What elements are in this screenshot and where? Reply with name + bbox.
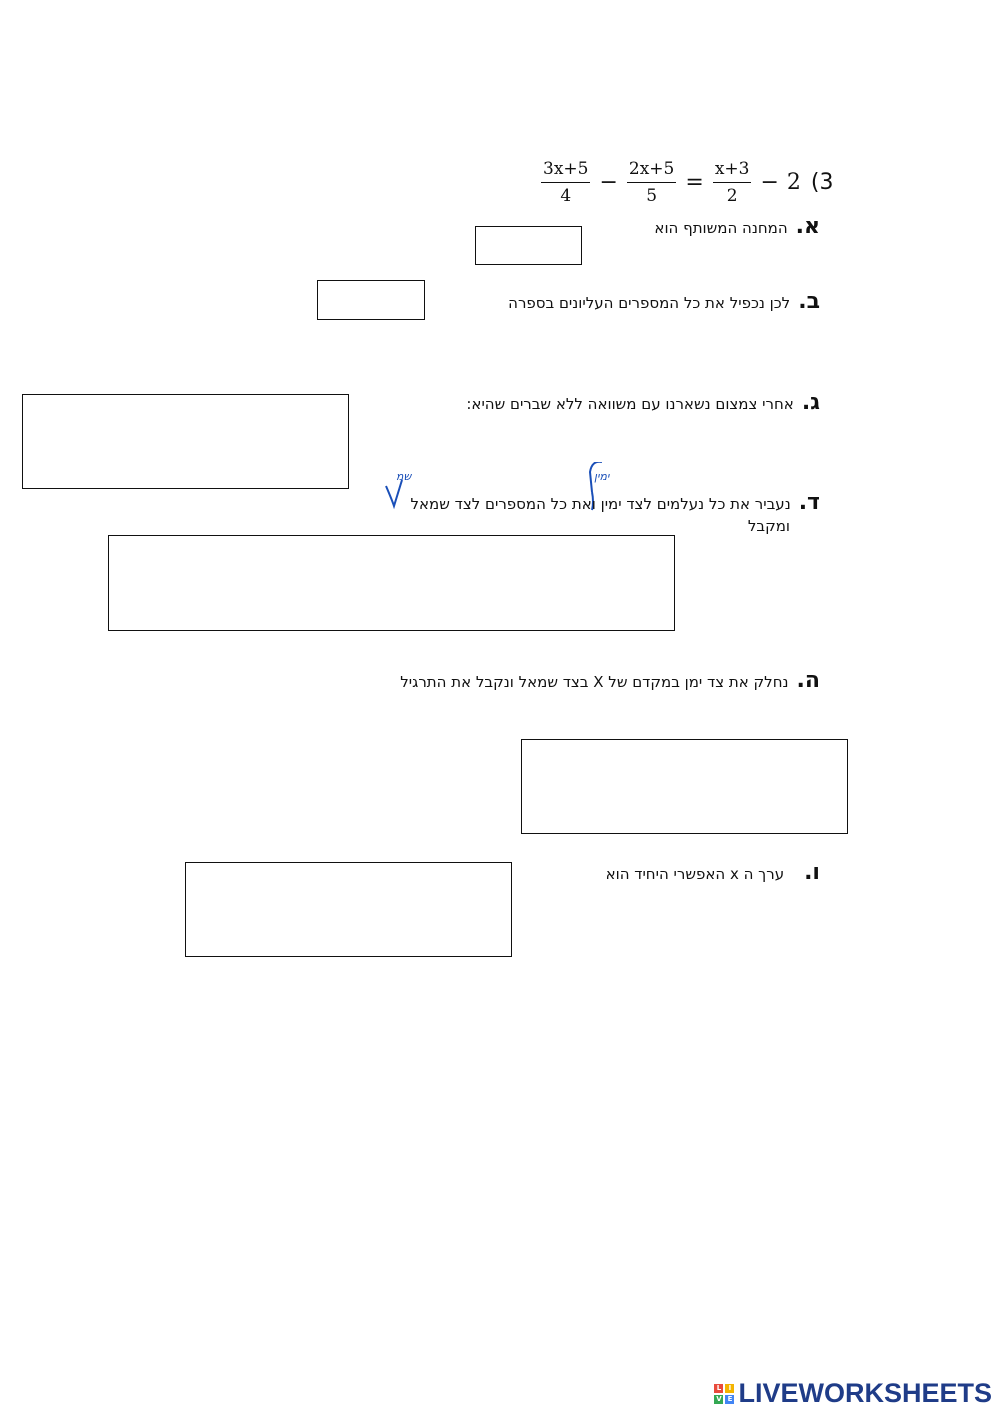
logo-square-3: V <box>714 1394 724 1404</box>
bracket-right-icon <box>588 462 602 493</box>
step-b-text: לכן נכפיל את כל המספרים העליונים בספרה <box>508 294 791 312</box>
step-c: ג. אחרי צמצום נשארנו עם משוואה ללא שברים … <box>466 390 820 415</box>
step-c-letter: ג. <box>801 390 820 415</box>
step-a: א. המחנה המשותף הוא <box>654 214 820 239</box>
handwriting-note-left: שמ <box>396 470 412 483</box>
answer-box-f[interactable] <box>185 862 512 957</box>
logo-text: LIVEWORKSHEETS <box>738 1378 992 1408</box>
fraction-1-denominator: 4 <box>560 185 572 206</box>
step-f: ו. ערך ה x האפשרי היחיד הוא <box>606 860 820 885</box>
answer-box-b[interactable] <box>317 280 425 320</box>
fraction-3: x+3 2 <box>712 159 752 206</box>
step-b-letter: ב. <box>798 289 820 314</box>
equation: 3x+5 4 − 2x+5 5 = x+3 2 − 2 3) <box>538 156 834 208</box>
answer-box-e[interactable] <box>521 739 848 834</box>
step-a-text: המחנה המשותף הוא <box>654 219 788 237</box>
handwriting-marks <box>385 462 602 511</box>
question-number: 3) <box>810 169 834 195</box>
step-f-text: ערך ה x האפשרי היחיד הוא <box>605 865 785 883</box>
liveworksheets-logo: L I V E LIVEWORKSHEETS <box>714 1378 992 1409</box>
step-e-letter: ה. <box>796 668 820 693</box>
step-d-letter: ד. <box>798 490 820 515</box>
step-b: ב. לכן נכפיל את כל המספרים העליונים בספרה <box>508 289 820 314</box>
logo-square-2: I <box>725 1383 735 1393</box>
logo-squares-icon: L I V E <box>714 1383 735 1404</box>
fraction-1: 3x+5 4 <box>541 159 591 206</box>
answer-box-d[interactable] <box>108 535 675 631</box>
step-e-text: נחלק את צד ימן במקדם של X בצד שמאל ונקבל… <box>400 673 789 691</box>
answer-box-c[interactable] <box>22 394 349 489</box>
fraction-2-denominator: 5 <box>646 185 658 206</box>
minus-sign: − <box>760 169 779 195</box>
fraction-3-denominator: 2 <box>726 185 738 206</box>
answer-box-a[interactable] <box>475 226 582 265</box>
constant-term: 2 <box>786 169 801 195</box>
checkmark-left-icon <box>385 479 403 510</box>
minus-sign: − <box>599 169 618 195</box>
equals-sign: = <box>685 169 704 195</box>
fraction-3-numerator: x+3 <box>712 159 752 183</box>
step-d-text: נעביר את כל נעלמים לצד ימין ואת כל המספר… <box>410 495 791 513</box>
logo-square-1: L <box>714 1383 724 1393</box>
fraction-2: 2x+5 5 <box>626 159 677 206</box>
fraction-2-numerator: 2x+5 <box>626 159 677 183</box>
step-c-text: אחרי צמצום נשארנו עם משוואה ללא שברים שה… <box>466 395 794 413</box>
fraction-1-numerator: 3x+5 <box>541 159 591 183</box>
bracket-right-tail-icon <box>591 491 594 511</box>
step-d: ד. נעביר את כל נעלמים לצד ימין ואת כל המס… <box>360 490 821 535</box>
step-d-text-continued: ומקבל <box>747 517 790 535</box>
step-f-letter: ו. <box>804 860 820 885</box>
step-a-letter: א. <box>795 214 820 239</box>
step-e: ה. נחלק את צד ימן במקדם של X בצד שמאל ונק… <box>400 668 820 693</box>
logo-square-4: E <box>725 1394 735 1404</box>
handwriting-note-right: ימין <box>594 470 610 483</box>
